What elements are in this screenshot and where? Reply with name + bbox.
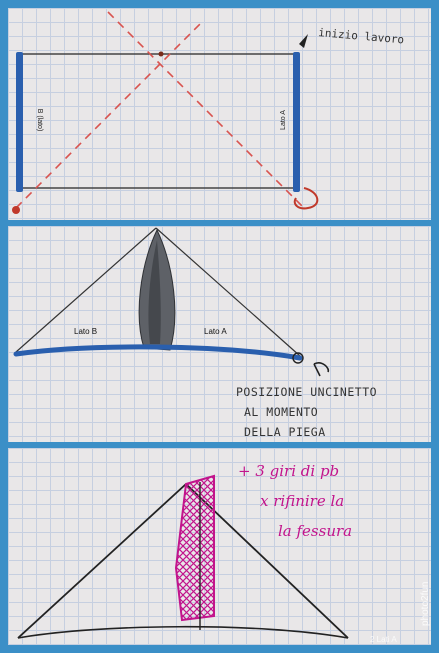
triangle-outline bbox=[15, 227, 301, 357]
blue-edge-b bbox=[16, 52, 23, 192]
note-line-3: la fessura bbox=[278, 522, 352, 540]
note-line-1: + 3 giri di pb bbox=[238, 462, 339, 480]
blue-base-curve bbox=[13, 344, 303, 361]
corner-dot bbox=[12, 206, 20, 214]
lato-b-label: Lato B bbox=[74, 327, 97, 336]
caption-line-3: DELLA PIEGA bbox=[244, 425, 326, 439]
caption-line-2: AL MOMENTO bbox=[244, 405, 318, 419]
side-a-label: Lato A bbox=[280, 110, 287, 130]
dashed-diagonals bbox=[15, 11, 305, 209]
rectangle-outline bbox=[20, 53, 298, 189]
panel-rectangle-diagram: inizio lavoro B (lato) Lato A bbox=[8, 8, 431, 220]
base-curve bbox=[17, 625, 349, 639]
corner-text: 2 Lati A bbox=[370, 635, 397, 644]
center-point bbox=[158, 51, 164, 57]
side-b-label: B (lato) bbox=[36, 109, 43, 132]
panel-seam-diagram: + 3 giri di pb x rifinire la la fessura … bbox=[8, 448, 431, 645]
start-arrow-icon bbox=[299, 34, 308, 48]
curl-arrow-icon bbox=[293, 187, 319, 210]
caption-line-1: POSIZIONE UNCINETTO bbox=[236, 385, 377, 399]
pink-seam-hatched bbox=[174, 474, 215, 622]
watermark: photo2fun bbox=[420, 582, 431, 627]
hook-arrow-icon bbox=[313, 362, 330, 377]
hook-loop-icon bbox=[292, 352, 304, 364]
lato-a-label: Lato A bbox=[204, 327, 227, 336]
start-note: inizio lavoro bbox=[318, 26, 405, 46]
note-line-2: x rifinire la bbox=[260, 492, 344, 510]
gray-cone-shading bbox=[148, 240, 161, 344]
panel-fold-diagram: Lato B Lato A POSIZIONE UNCINETTO AL MOM… bbox=[8, 226, 431, 442]
blue-edge-a bbox=[293, 52, 300, 192]
